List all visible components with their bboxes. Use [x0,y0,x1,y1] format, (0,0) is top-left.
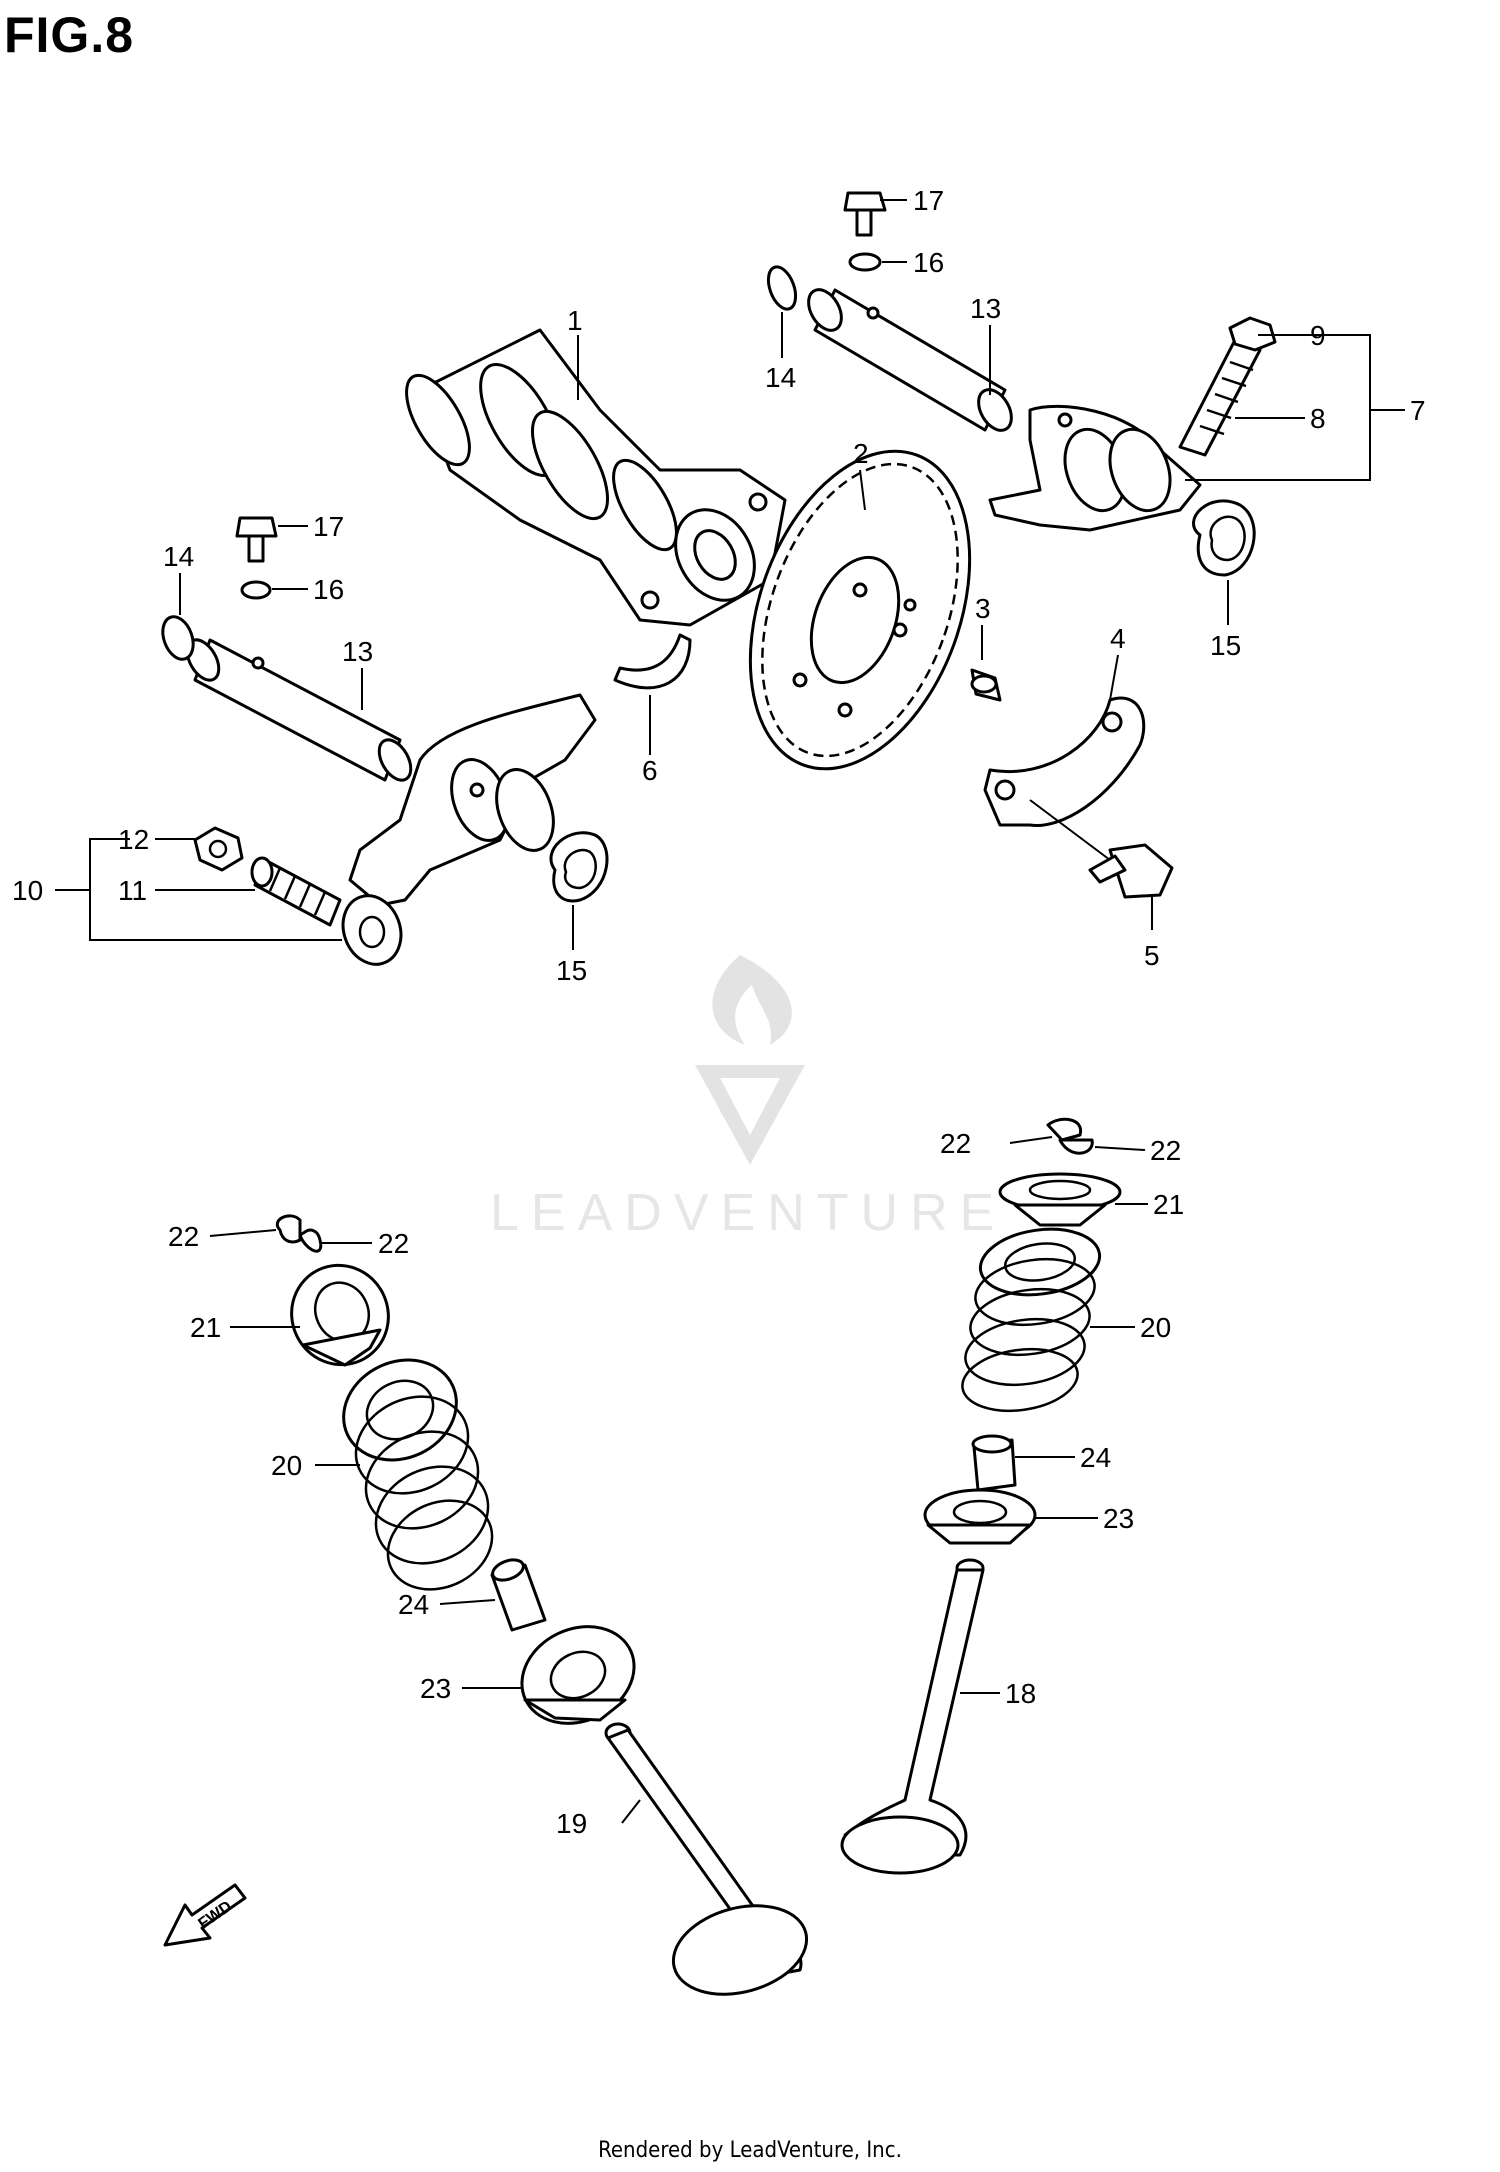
callout-15-right: 15 [1210,630,1241,661]
callout-3: 3 [975,593,991,624]
fwd-arrow: FWD [163,1883,247,1947]
spring-right [961,1227,1102,1413]
adjuster-screw-right [1178,338,1262,457]
callout-9: 9 [1310,320,1326,351]
callout-13-right: 13 [970,293,1001,324]
seat-right [923,1488,1037,1545]
sprocket-bolt [1029,799,1174,899]
callout-23-right: 23 [1103,1503,1134,1534]
callout-10: 10 [12,875,43,906]
callout-21-left: 21 [190,1312,221,1343]
callout-16-right: 16 [913,247,944,278]
valve-left [604,1722,809,1996]
callout-16-left: 16 [313,574,344,605]
footer-credit: Rendered by LeadVenture, Inc. [598,2138,902,2163]
camshaft-clip [613,633,692,690]
rocker-shaft-left [185,638,413,782]
callout-19: 19 [556,1808,587,1839]
callout-18: 18 [1005,1678,1036,1709]
lock-nut-right [1228,316,1277,352]
washer-right [848,252,882,272]
callouts: 1 2 3 4 5 6 7 8 9 10 11 12 13 13 14 14 1… [12,185,1426,1839]
callout-24-right: 24 [1080,1442,1111,1473]
callout-24-left: 24 [398,1589,429,1620]
callout-14-left: 14 [163,541,194,572]
rocker-shaft-right [807,288,1013,432]
callout-11: 11 [118,875,147,906]
callout-4: 4 [1110,623,1126,654]
callout-8: 8 [1310,403,1326,434]
callout-7: 7 [1410,395,1426,426]
callout-17-left: 17 [313,511,344,542]
o-ring-left [161,615,195,661]
watermark-logo [695,955,805,1165]
callout-23-left: 23 [420,1673,451,1704]
o-ring-15-right [1192,499,1256,577]
watermark-text: LEADVENTURE [490,1184,1006,1242]
callout-20-left: 20 [271,1450,302,1481]
spring-left [342,1358,494,1591]
callout-12: 12 [118,824,149,855]
rocker-arm-left [341,693,597,966]
o-ring-15-left [549,831,609,903]
bolt-right [843,191,887,237]
rocker-arm-right [988,404,1202,532]
callout-6: 6 [642,755,658,786]
stem-seal-right [971,1434,1017,1492]
retainer-right [998,1172,1122,1227]
callout-22-left-b: 22 [378,1228,409,1259]
callout-22-right-a: 22 [940,1128,971,1159]
cotters-right [1046,1117,1094,1155]
lock-nut-left [193,826,244,872]
callout-1: 1 [567,305,583,336]
sprocket-plate [983,696,1146,828]
stem-seal-left [490,1558,547,1632]
o-ring-right [766,265,798,311]
callout-20-right: 20 [1140,1312,1171,1343]
callout-17-right: 17 [913,185,944,216]
callout-14-right: 14 [765,362,796,393]
cam-sprocket [748,449,972,771]
cotters-left [276,1214,323,1253]
callout-21-right: 21 [1153,1189,1184,1220]
valve-right [840,1558,985,1875]
callout-22-right-b: 22 [1150,1135,1181,1166]
washer-left [240,580,272,600]
callout-22-left-a: 22 [168,1221,199,1252]
bolt-left [235,516,278,563]
callout-5: 5 [1144,940,1160,971]
camshaft [405,328,787,627]
adjuster-screw-left [250,856,342,927]
seat-left [520,1625,636,1725]
callout-13-left: 13 [342,636,373,667]
callout-2: 2 [853,438,869,469]
leader-lines [55,199,1405,1824]
figure-title: FIG.8 [4,7,135,63]
callout-15-left: 15 [556,955,587,986]
retainer-left [290,1263,390,1367]
dowel-pin [970,668,1002,702]
